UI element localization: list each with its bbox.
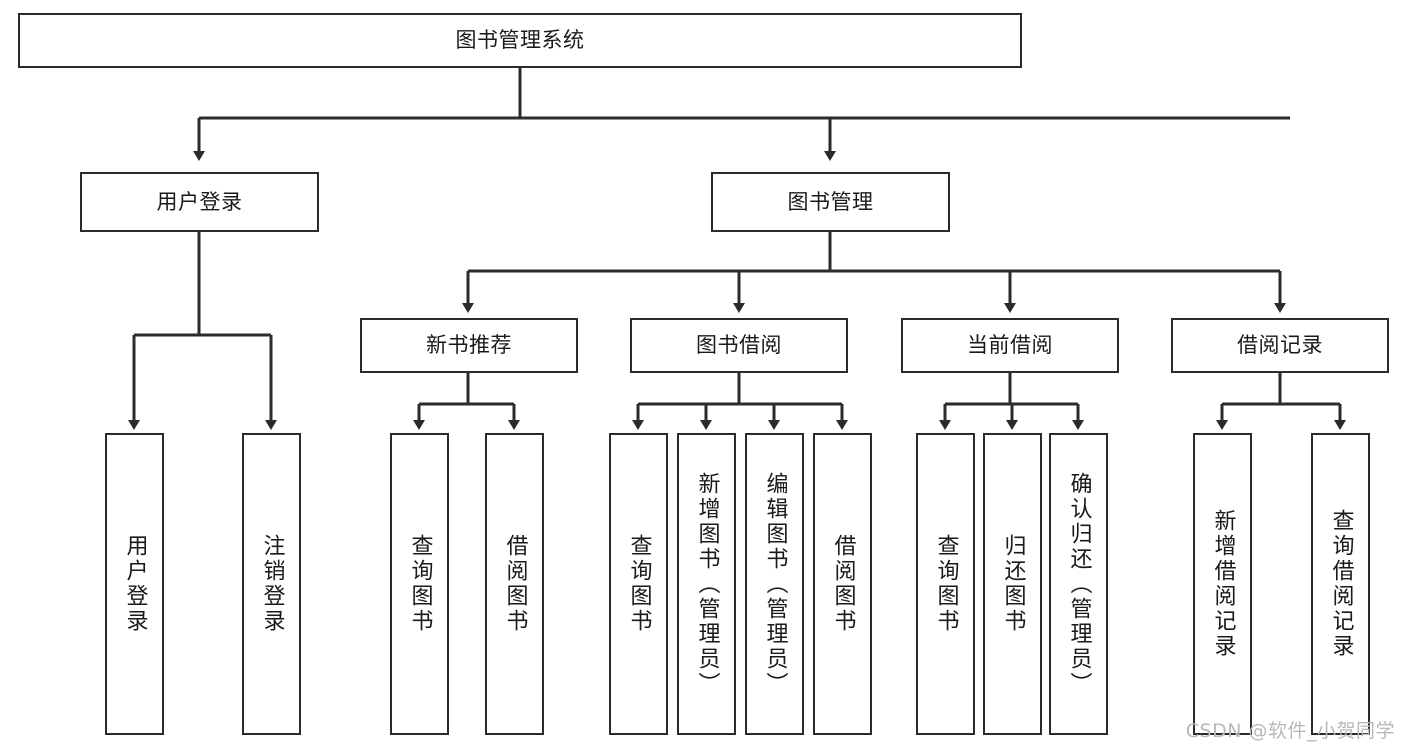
node-label: 确认归还（管理员） xyxy=(1066,471,1092,697)
node-label: 图书管理 xyxy=(787,189,874,214)
leaf-new-book-query-book[interactable]: 查询图书 xyxy=(390,433,449,735)
node-label: 查询图书 xyxy=(933,534,959,634)
node-label: 查询图书 xyxy=(626,534,652,634)
leaf-borrow-add-book-admin[interactable]: 新增图书（管理员） xyxy=(677,433,736,735)
leaf-record-add-record[interactable]: 新增借阅记录 xyxy=(1193,433,1252,735)
leaf-current-query-book[interactable]: 查询图书 xyxy=(916,433,975,735)
leaf-borrow-query-book[interactable]: 查询图书 xyxy=(609,433,668,735)
node-label: 新书推荐 xyxy=(426,333,512,358)
node-label: 注销登录 xyxy=(259,534,285,634)
node-label: 用户登录 xyxy=(156,189,243,214)
node-label: 图书管理系统 xyxy=(455,28,585,53)
leaf-new-book-borrow-book[interactable]: 借阅图书 xyxy=(485,433,544,735)
leaf-current-confirm-return-admin[interactable]: 确认归还（管理员） xyxy=(1049,433,1108,735)
node-book-borrow[interactable]: 图书借阅 xyxy=(630,318,848,373)
node-label: 用户登录 xyxy=(122,534,148,634)
node-book-management[interactable]: 图书管理 xyxy=(711,172,950,232)
node-label: 新增图书（管理员） xyxy=(694,471,720,697)
leaf-user-login-logout[interactable]: 注销登录 xyxy=(242,433,301,735)
node-label: 新增借阅记录 xyxy=(1210,509,1236,659)
node-user-login[interactable]: 用户登录 xyxy=(80,172,319,232)
node-label: 当前借阅 xyxy=(967,333,1053,358)
node-root-book-management-system[interactable]: 图书管理系统 xyxy=(18,13,1022,68)
leaf-borrow-edit-book-admin[interactable]: 编辑图书（管理员） xyxy=(745,433,804,735)
node-label: 图书借阅 xyxy=(696,333,782,358)
node-current-borrow[interactable]: 当前借阅 xyxy=(901,318,1119,373)
node-label: 借阅记录 xyxy=(1237,333,1323,358)
leaf-current-return-book[interactable]: 归还图书 xyxy=(983,433,1042,735)
node-label: 借阅图书 xyxy=(830,534,856,634)
node-label: 归还图书 xyxy=(1000,534,1026,634)
node-new-book-recommend[interactable]: 新书推荐 xyxy=(360,318,578,373)
node-label: 查询图书 xyxy=(407,534,433,634)
leaf-borrow-borrow-book[interactable]: 借阅图书 xyxy=(813,433,872,735)
node-label: 编辑图书（管理员） xyxy=(762,471,788,697)
node-borrow-record[interactable]: 借阅记录 xyxy=(1171,318,1389,373)
watermark-text: CSDN @软件_小贺同学 xyxy=(1185,720,1395,742)
node-label: 查询借阅记录 xyxy=(1328,509,1354,659)
leaf-user-login-login[interactable]: 用户登录 xyxy=(105,433,164,735)
leaf-record-query-record[interactable]: 查询借阅记录 xyxy=(1311,433,1370,735)
node-label: 借阅图书 xyxy=(502,534,528,634)
